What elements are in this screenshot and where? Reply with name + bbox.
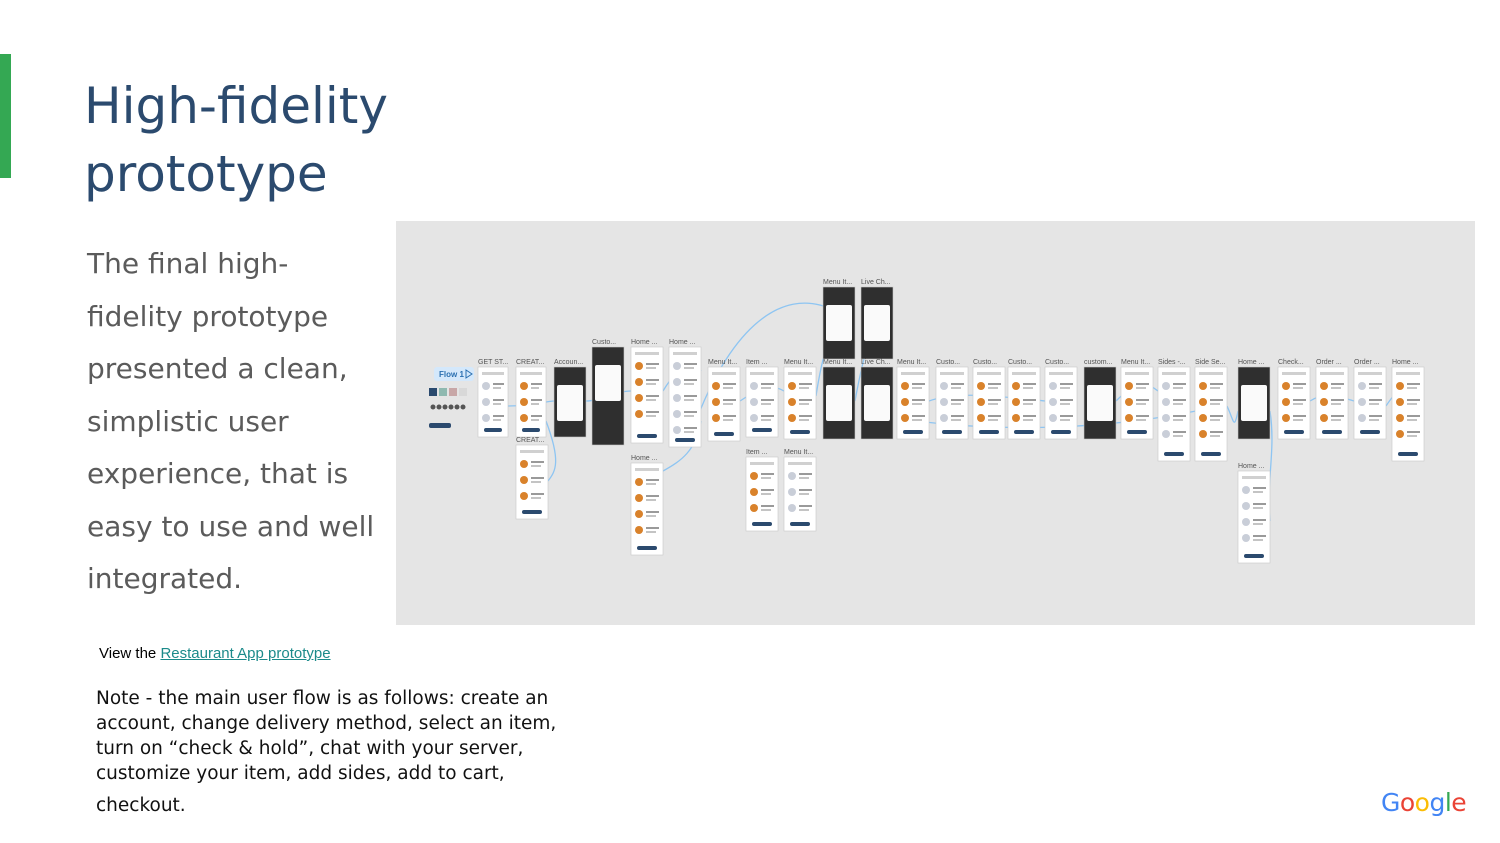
prototype-screen[interactable]: Sides -...	[1157, 359, 1191, 462]
prototype-screen[interactable]: custom...	[1083, 359, 1117, 440]
google-logo: Google	[1381, 788, 1467, 817]
flow-start-chip[interactable]: Flow 1	[434, 367, 474, 381]
prototype-screen-label: Home ...	[669, 339, 696, 346]
prototype-screen[interactable]: Live Ch...	[860, 279, 894, 360]
prototype-screen-label: Home ...	[631, 339, 658, 346]
prototype-screen-label: Menu It...	[823, 279, 852, 286]
prototype-screen[interactable]: Item ...	[745, 359, 779, 438]
view-prefix: View the	[99, 645, 157, 662]
prototype-screen-label: Check...	[1278, 359, 1304, 366]
accent-bar	[0, 54, 11, 178]
prototype-screen[interactable]: Accoun...	[553, 359, 587, 438]
svg-text:Flow 1: Flow 1	[439, 370, 464, 379]
slide-body-text: The final high- fidelity prototype prese…	[87, 247, 375, 595]
prototype-screen-label: Live Ch...	[861, 279, 891, 286]
prototype-canvas: Flow 1 GET ST... CREAT... CREAT... Accoun...…	[396, 221, 1475, 625]
prototype-screen[interactable]: Home ...	[668, 339, 702, 448]
prototype-screen-label: Menu It...	[784, 359, 813, 366]
note-last-text: checkout.	[96, 795, 186, 816]
prototype-screen-label: Custo...	[1045, 359, 1069, 366]
prototype-screen[interactable]: Custo...	[591, 339, 625, 446]
prototype-screen[interactable]: Menu It...	[822, 359, 856, 440]
prototype-screen-label: Menu It...	[1121, 359, 1150, 366]
prototype-screen-label: Accoun...	[554, 359, 583, 366]
prototype-screen-label: Item ...	[746, 449, 767, 456]
prototype-screen-label: CREAT...	[516, 359, 544, 366]
prototype-screen[interactable]: Custo...	[972, 359, 1006, 440]
prototype-screen[interactable]: Custo...	[1007, 359, 1041, 440]
prototype-screen[interactable]: Home ...	[1237, 359, 1271, 440]
prototype-screen-label: Sides -...	[1158, 359, 1186, 366]
prototype-screen-label: Side Se...	[1195, 359, 1225, 366]
prototype-screen[interactable]: Menu It...	[707, 359, 741, 442]
note-main-text: Note - the main user flow is as follows:…	[96, 688, 557, 784]
prototype-screen[interactable]: Home ...	[630, 455, 664, 556]
prototype-screen[interactable]: Home ...	[1237, 463, 1271, 564]
prototype-screen[interactable]: Home ...	[1391, 359, 1425, 462]
prototype-screen[interactable]: Order ...	[1315, 359, 1349, 440]
prototype-screen[interactable]: CREAT...	[515, 359, 547, 438]
prototype-screen[interactable]: Check...	[1277, 359, 1311, 440]
prototype-screen[interactable]: Live Ch...	[860, 359, 894, 440]
prototype-screen-label: Order ...	[1354, 359, 1380, 366]
slide-title: High-fidelity prototype	[84, 77, 388, 203]
prototype-flow-diagram: Flow 1 GET ST... CREAT... CREAT... Accoun...…	[429, 279, 1425, 564]
style-palette	[429, 388, 467, 428]
prototype-screen-label: Custo...	[973, 359, 997, 366]
prototype-screen[interactable]: Menu It...	[783, 359, 817, 440]
user-flow-note: Note - the main user flow is as follows:…	[96, 686, 566, 818]
prototype-screen[interactable]: Side Se...	[1194, 359, 1228, 462]
prototype-link[interactable]: Restaurant App prototype	[160, 645, 331, 662]
prototype-screen[interactable]: CREAT...	[515, 437, 549, 520]
prototype-screen-label: Home ...	[1238, 463, 1265, 470]
prototype-screen-label: Home ...	[1238, 359, 1265, 366]
view-prototype-line: View the Restaurant App prototype	[99, 645, 331, 662]
prototype-screen-label: custom...	[1084, 359, 1112, 366]
prototype-screen-label: Custo...	[592, 339, 616, 346]
prototype-screen-label: Home ...	[631, 455, 658, 462]
prototype-screen[interactable]: Menu It...	[896, 359, 930, 440]
prototype-screen[interactable]: Menu It...	[783, 449, 817, 532]
prototype-screen[interactable]: Home ...	[630, 339, 664, 444]
prototype-screen[interactable]: Custo...	[935, 359, 969, 440]
prototype-screen-label: Order ...	[1316, 359, 1342, 366]
prototype-screen-label: Menu It...	[784, 449, 813, 456]
prototype-screen[interactable]: Menu It...	[822, 279, 856, 360]
prototype-screen[interactable]: Custo...	[1044, 359, 1078, 440]
prototype-screen[interactable]: Menu It...	[1120, 359, 1154, 440]
prototype-screen-label: Menu It...	[823, 359, 852, 366]
prototype-screen-label: GET ST...	[478, 359, 508, 366]
prototype-screen-label: Menu It...	[897, 359, 926, 366]
prototype-screen-label: Custo...	[936, 359, 960, 366]
prototype-screen[interactable]: Item ...	[745, 449, 779, 532]
prototype-screen-label: CREAT...	[516, 437, 544, 444]
prototype-screen-label: Home ...	[1392, 359, 1419, 366]
prototype-screen-label: Custo...	[1008, 359, 1032, 366]
prototype-screen-label: Live Ch...	[861, 359, 891, 366]
prototype-screen-label: Menu It...	[708, 359, 737, 366]
prototype-screen[interactable]: GET ST...	[477, 359, 509, 438]
prototype-screen[interactable]: Order ...	[1353, 359, 1387, 440]
prototype-screen-label: Item ...	[746, 359, 767, 366]
